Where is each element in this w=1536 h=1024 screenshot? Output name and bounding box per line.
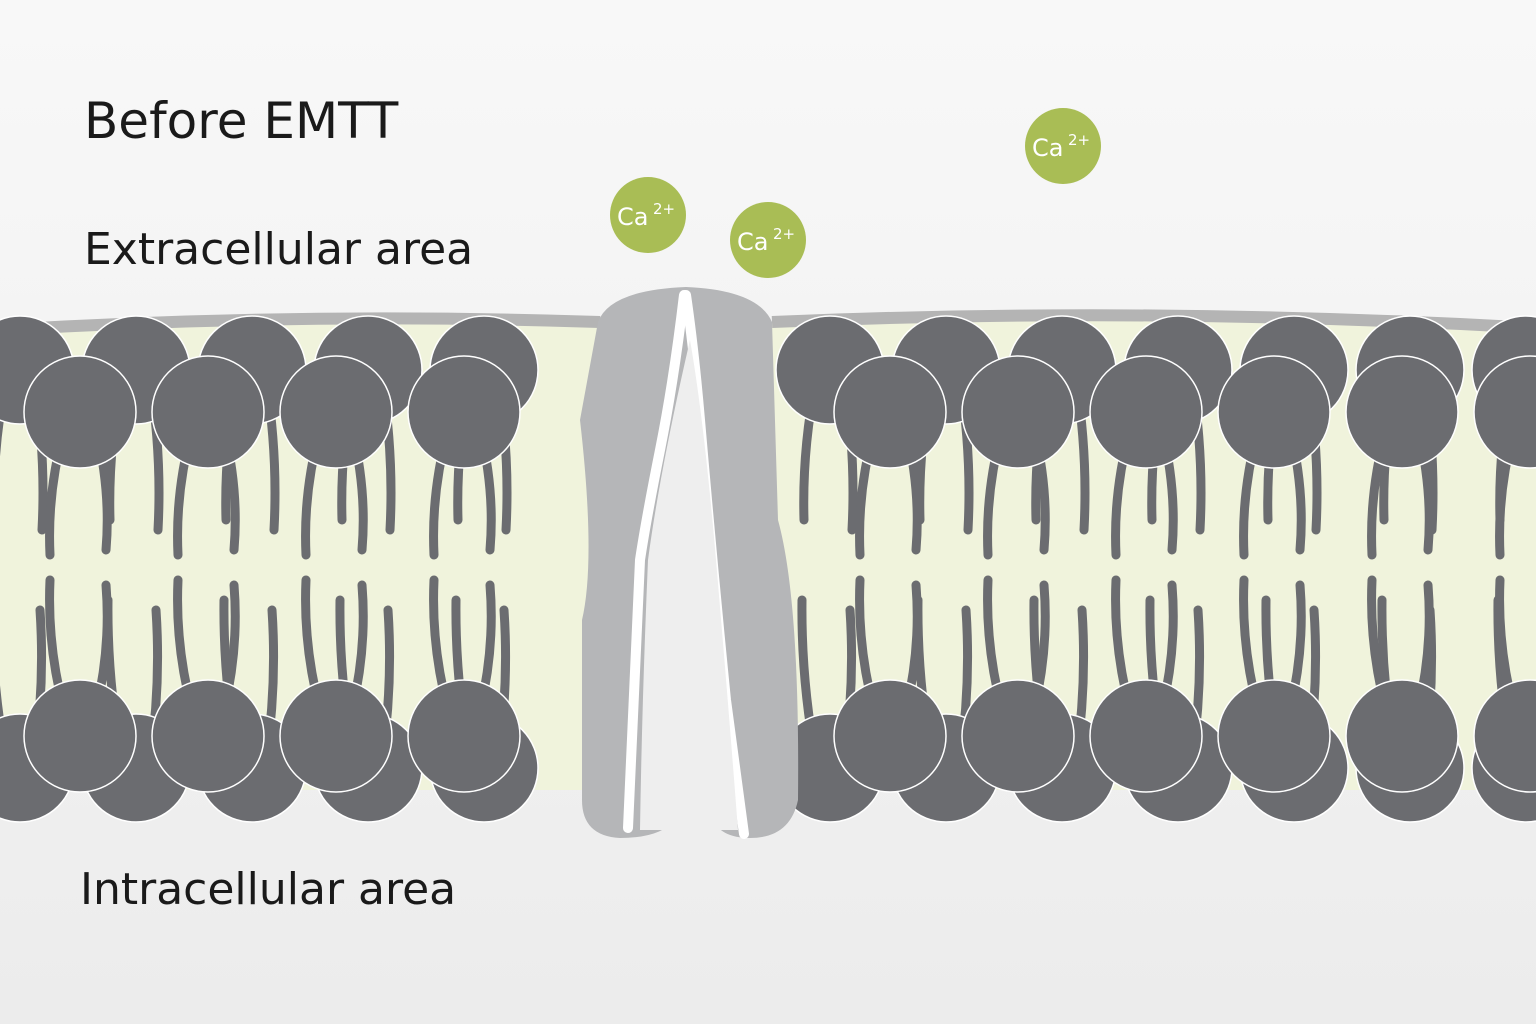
lipid-head [279, 679, 393, 793]
calcium-ion: Ca 2+ [1025, 108, 1101, 184]
lipid-head [961, 679, 1075, 793]
ion-circle [730, 202, 806, 278]
outer-surface-line-left [0, 312, 601, 336]
lipid-head [23, 679, 137, 793]
lipid-head [1089, 679, 1203, 793]
lipid-head [833, 679, 947, 793]
ion-circle [610, 177, 686, 253]
lipid-head [1345, 679, 1459, 793]
ion-symbol: Ca [617, 203, 648, 231]
calcium-ion: Ca 2+ [610, 177, 686, 253]
lipid-head [961, 355, 1075, 469]
lipid-head [407, 679, 521, 793]
lipid-head [1473, 679, 1536, 793]
calcium-ion: Ca 2+ [730, 202, 806, 278]
ion-circle [1025, 108, 1101, 184]
lipid-head [279, 355, 393, 469]
channel-pore [640, 340, 738, 830]
lipid-head [1217, 679, 1331, 793]
diagram-title: Before EMTT [84, 92, 399, 150]
channel-pore-edge-left [623, 290, 689, 833]
lipid-heads [0, 315, 1536, 823]
extracellular-label: Extracellular area [84, 224, 474, 275]
lipid-head [1089, 355, 1203, 469]
lipid-head [1473, 355, 1536, 469]
ion-channel [580, 287, 799, 839]
ion-charge: 2+ [773, 225, 795, 243]
lipid-head [833, 355, 947, 469]
lipid-head [1345, 355, 1459, 469]
intracellular-label: Intracellular area [80, 864, 457, 915]
ion-charge: 2+ [653, 200, 675, 218]
lipid-head [23, 355, 137, 469]
ion-symbol: Ca [737, 228, 768, 256]
ion-symbol: Ca [1032, 134, 1063, 162]
ion-charge: 2+ [1068, 131, 1090, 149]
lipid-head [1217, 355, 1331, 469]
lipid-head [407, 355, 521, 469]
lipid-head [151, 355, 265, 469]
lipid-head [151, 679, 265, 793]
